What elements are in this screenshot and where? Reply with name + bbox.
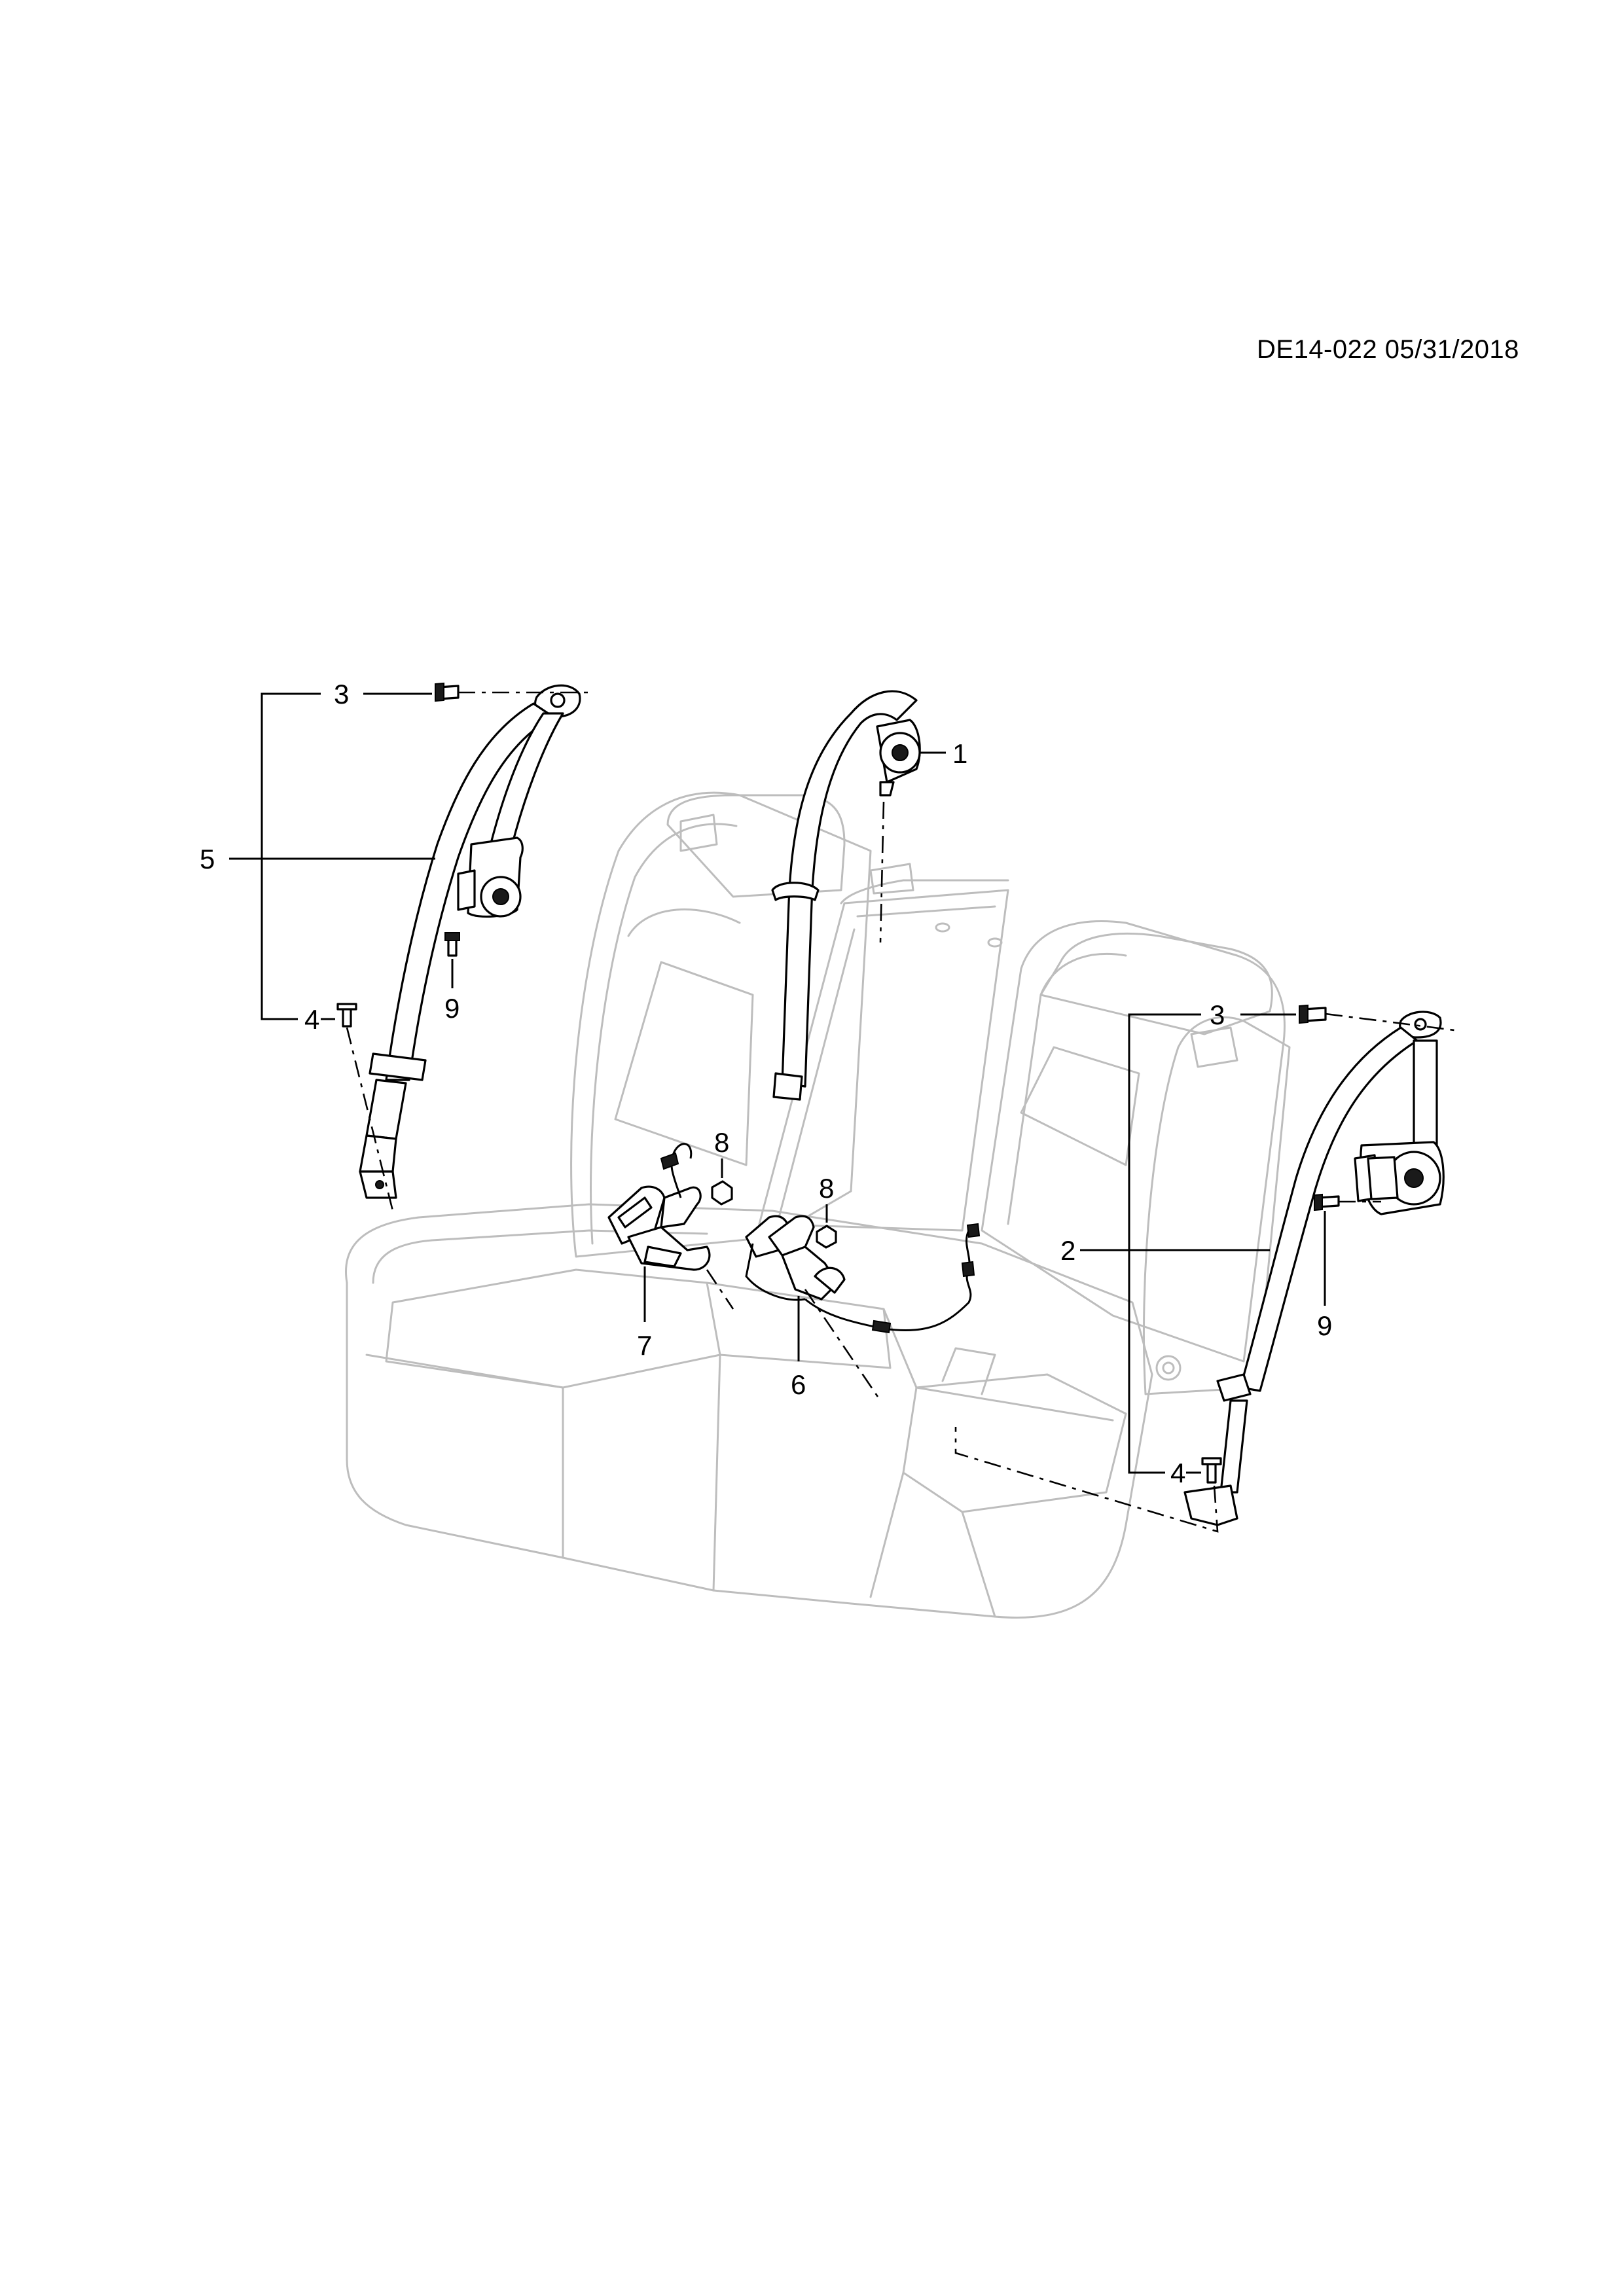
leader-lines: [229, 692, 1326, 1474]
callout-9-right: 9: [1317, 1310, 1332, 1341]
left-outboard-belt-assembly: [336, 682, 581, 1199]
right-outboard-belt-assembly: [1183, 1004, 1445, 1526]
drawing-reference: DE14-022 05/31/2018: [1257, 335, 1519, 364]
callout-3-right: 3: [1210, 999, 1225, 1030]
callout-4-left: 4: [304, 1004, 319, 1035]
callout-1: 1: [952, 738, 967, 769]
callout-4-right: 4: [1170, 1458, 1185, 1488]
callout-8-center: 8: [819, 1173, 834, 1204]
callout-7: 7: [637, 1330, 652, 1361]
callout-9-left: 9: [444, 993, 460, 1024]
left-buckle-assembly: [607, 1143, 733, 1271]
callout-labels: 1 2 3 3 4 4 5 6 7 8 8 9 9: [200, 679, 1332, 1488]
assembly-center-lines: [346, 691, 1460, 1533]
callout-3-left: 3: [334, 679, 349, 709]
center-buckle-assembly: [745, 1215, 981, 1334]
callout-8-left: 8: [714, 1127, 729, 1158]
rear-seat-outline: [345, 791, 1291, 1619]
callout-2: 2: [1060, 1235, 1075, 1266]
callout-6: 6: [791, 1369, 806, 1400]
callout-5: 5: [200, 844, 215, 874]
center-shoulder-belt: [771, 690, 921, 1101]
